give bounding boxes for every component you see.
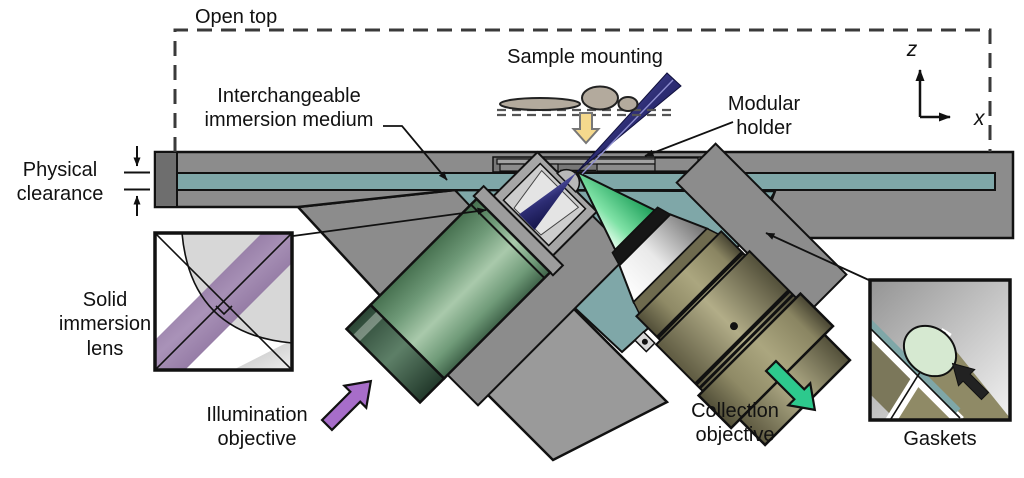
modular-holder-assembly [492,156,703,173]
axis-z-label: z [906,38,918,61]
illumination-beam-cone [519,172,577,230]
illumination-objective [344,150,632,407]
coordinate-axes: z x [906,38,986,130]
sample-slice [499,97,581,111]
collection-direction-arrow [764,359,817,412]
gasket-pointer-arrow [951,362,990,401]
solid-immersion-lens-label: Solid immersion lens [58,289,152,360]
leader-sil-inset [292,207,487,237]
modular-holder-label: Modular holder [727,93,801,140]
sil-inset [153,231,294,372]
illumination-objective-label: Illumination objective [206,404,308,451]
leader-gaskets-inset [765,232,872,282]
leader-immersion-medium [383,125,448,181]
leader-modular-holder [644,121,734,157]
leader-lines [292,121,872,282]
collection-objective-label: Collection objective [691,400,779,447]
gaskets-inset [868,278,1012,422]
objective-screw-dot [729,322,738,331]
right-angle-marker [215,305,233,316]
gasket-oring [902,324,958,378]
sample-chamber-plate [153,150,1015,240]
sample-insert-arrow [571,112,601,145]
sil-curved-surface [181,233,292,344]
sample-mounting-illustration [497,85,672,145]
axis-x-label: x [973,107,986,130]
physical-clearance-label: Physical clearance [16,159,104,206]
immersion-medium-label: Interchangeable immersion medium [204,85,374,132]
sample-blob-small [617,96,639,112]
open-top-label: Open top [195,6,278,28]
sample-blob [581,85,619,111]
sample-mounting-label: Sample mounting [507,46,663,68]
illumination-direction-arrow [320,379,373,432]
illumination-beam-needle [576,72,682,175]
physical-clearance-dimension [124,146,150,216]
open-top-dashed-boundary [173,28,992,152]
gaskets-label: Gaskets [903,428,977,450]
